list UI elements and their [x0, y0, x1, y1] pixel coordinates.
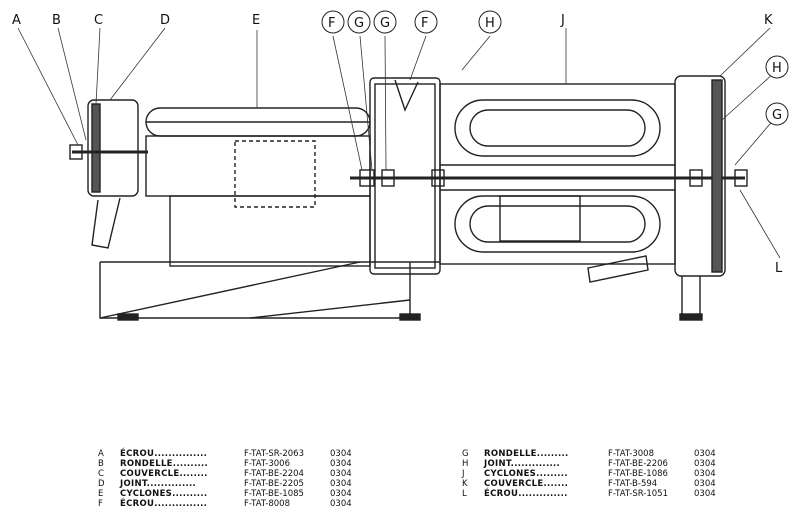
part-row: H JOINT.............. F-TAT-BE-2206 0304	[462, 459, 724, 469]
part-code: 0304	[330, 469, 352, 479]
part-row: A ÉCROU............... F-TAT-SR-2063 030…	[98, 449, 360, 459]
callout-f-2: F	[421, 16, 428, 31]
part-row: E CYCLONES.......... F-TAT-BE-1085 0304	[98, 489, 360, 499]
part-code: 0304	[330, 489, 352, 499]
part-key: F	[98, 499, 103, 509]
callout-d: D	[160, 13, 170, 28]
part-name: JOINT..............	[120, 479, 197, 489]
part-ref: F-TAT-3006	[244, 459, 290, 469]
callout-circles	[321, 10, 789, 126]
part-ref: F-TAT-BE-1085	[244, 489, 304, 499]
callout-l: L	[775, 261, 783, 276]
part-ref: F-TAT-3008	[608, 449, 654, 459]
callout-f-1: F	[328, 16, 335, 31]
part-code: 0304	[330, 479, 352, 489]
part-ref: F-TAT-8008	[244, 499, 290, 509]
callout-c: C	[94, 13, 103, 28]
part-name: ÉCROU...............	[120, 499, 208, 509]
part-ref: F-TAT-BE-2204	[244, 469, 304, 479]
part-key: B	[98, 459, 104, 469]
part-key: G	[462, 449, 469, 459]
part-row: F ÉCROU............... F-TAT-8008 0304	[98, 499, 360, 509]
part-code: 0304	[694, 459, 716, 469]
part-ref: F-TAT-B-594	[608, 479, 658, 489]
part-name: CYCLONES.........	[484, 469, 568, 479]
part-key: L	[462, 489, 467, 499]
part-ref: F-TAT-SR-2063	[244, 449, 304, 459]
part-row: L ÉCROU.............. F-TAT-SR-1051 0304	[462, 489, 724, 499]
parts-list-left: A ÉCROU............... F-TAT-SR-2063 030…	[98, 449, 360, 509]
part-row: K COUVERCLE....... F-TAT-B-594 0304	[462, 479, 724, 489]
part-row: B RONDELLE.......... F-TAT-3006 0304	[98, 459, 360, 469]
part-name: RONDELLE..........	[120, 459, 209, 469]
callout-g-3: G	[772, 108, 782, 123]
callout-b: B	[52, 13, 61, 28]
callout-e: E	[252, 13, 260, 28]
part-name: RONDELLE.........	[484, 449, 569, 459]
drawing-lines	[69, 75, 748, 321]
part-code: 0304	[330, 459, 352, 469]
part-ref: F-TAT-SR-1051	[608, 489, 668, 499]
part-key: J	[462, 469, 465, 479]
callout-h-1: H	[485, 16, 495, 31]
part-code: 0304	[330, 449, 352, 459]
part-name: ÉCROU...............	[120, 449, 208, 459]
part-name: COUVERCLE.......	[484, 479, 569, 489]
parts-list-right: G RONDELLE......... F-TAT-3008 0304 H JO…	[462, 449, 724, 499]
part-key: H	[462, 459, 469, 469]
part-row: G RONDELLE......... F-TAT-3008 0304	[462, 449, 724, 459]
part-code: 0304	[694, 469, 716, 479]
part-ref: F-TAT-BE-2206	[608, 459, 668, 469]
callout-h-2: H	[772, 61, 782, 76]
callout-g-1: G	[354, 16, 364, 31]
callout-a: A	[12, 13, 21, 28]
callout-j: J	[560, 13, 565, 28]
part-ref: F-TAT-BE-2205	[244, 479, 304, 489]
part-key: A	[98, 449, 104, 459]
part-code: 0304	[694, 489, 716, 499]
part-name: COUVERCLE........	[120, 469, 208, 479]
part-ref: F-TAT-BE-1086	[608, 469, 668, 479]
part-code: 0304	[694, 479, 716, 489]
callout-g-2: G	[380, 16, 390, 31]
part-row: J CYCLONES......... F-TAT-BE-1086 0304	[462, 469, 724, 479]
part-name: ÉCROU..............	[484, 489, 568, 499]
callout-k: K	[764, 13, 773, 28]
part-code: 0304	[330, 499, 352, 509]
part-name: JOINT..............	[484, 459, 561, 469]
part-key: E	[98, 489, 104, 499]
part-key: D	[98, 479, 105, 489]
part-row: D JOINT.............. F-TAT-BE-2205 0304	[98, 479, 360, 489]
part-row: C COUVERCLE........ F-TAT-BE-2204 0304	[98, 469, 360, 479]
part-key: K	[462, 479, 468, 489]
part-code: 0304	[694, 449, 716, 459]
part-name: CYCLONES..........	[120, 489, 208, 499]
leader-lines	[17, 27, 781, 259]
part-key: C	[98, 469, 104, 479]
